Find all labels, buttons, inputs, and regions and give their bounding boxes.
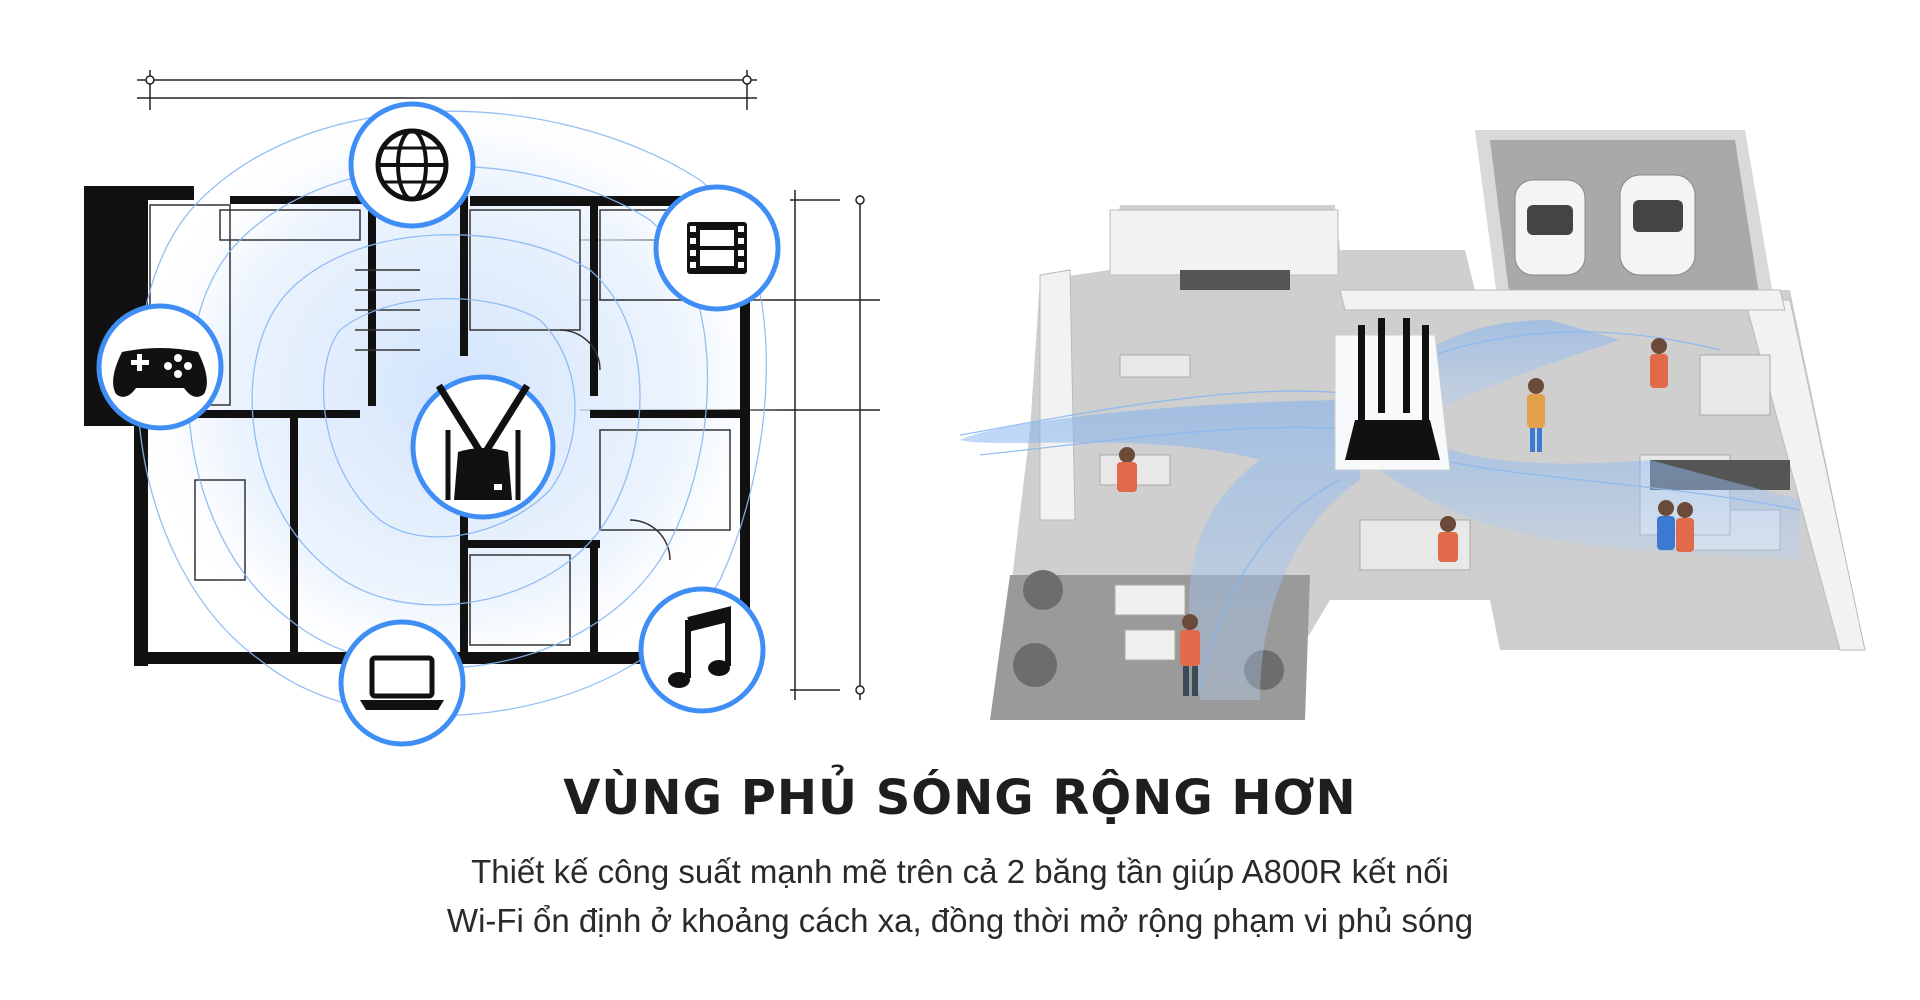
description-line-1: Thiết kế công suất mạnh mẽ trên cả 2 băn… (471, 853, 1449, 890)
person-icon (1657, 500, 1694, 552)
car-right-icon (1619, 174, 1696, 276)
floor-plan (84, 70, 880, 747)
globe-icon (348, 101, 476, 229)
person-icon (1438, 516, 1458, 562)
laptop-icon (338, 619, 466, 747)
person-icon (1527, 378, 1545, 452)
router-icon (410, 374, 556, 520)
person-icon (1650, 338, 1668, 388)
music-note-icon (638, 586, 766, 714)
car-left-icon (1514, 179, 1586, 276)
house-router-icon (1334, 318, 1451, 471)
house-3d (959, 130, 1866, 720)
headline: VÙNG PHỦ SÓNG RỘNG HƠN (563, 770, 1357, 826)
person-icon (1180, 614, 1200, 696)
person-icon (1117, 447, 1137, 492)
film-strip-icon (653, 184, 781, 312)
description-line-2: Wi-Fi ổn định ở khoảng cách xa, đồng thờ… (446, 902, 1474, 939)
gamepad-icon (96, 303, 224, 431)
